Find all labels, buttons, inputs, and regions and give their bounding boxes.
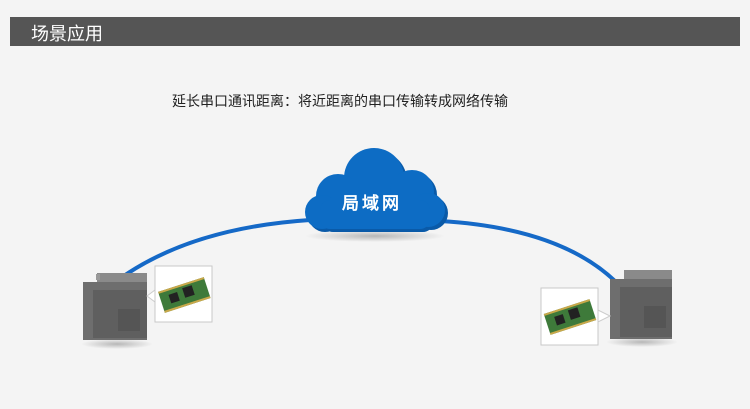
right-cable [439, 219, 618, 284]
section-header: 场景应用 [10, 17, 740, 46]
serial-module-pcb-icon [158, 277, 211, 313]
cloud-icon: 局域网 [305, 148, 448, 242]
left-cable [116, 218, 311, 282]
section-title: 场景应用 [31, 24, 103, 45]
left-module-callout [146, 265, 213, 323]
right-module-callout [540, 287, 612, 346]
caption: 延长串口通讯距离：将近距离的串口传输转成网络传输 [0, 91, 750, 111]
right-plc-icon [606, 270, 678, 347]
left-plc-icon [81, 273, 153, 349]
serial-module-pcb-icon [543, 299, 597, 335]
cloud-label: 局域网 [342, 193, 402, 214]
caption-text: 延长串口通讯距离：将近距离的串口传输转成网络传输 [172, 94, 508, 110]
